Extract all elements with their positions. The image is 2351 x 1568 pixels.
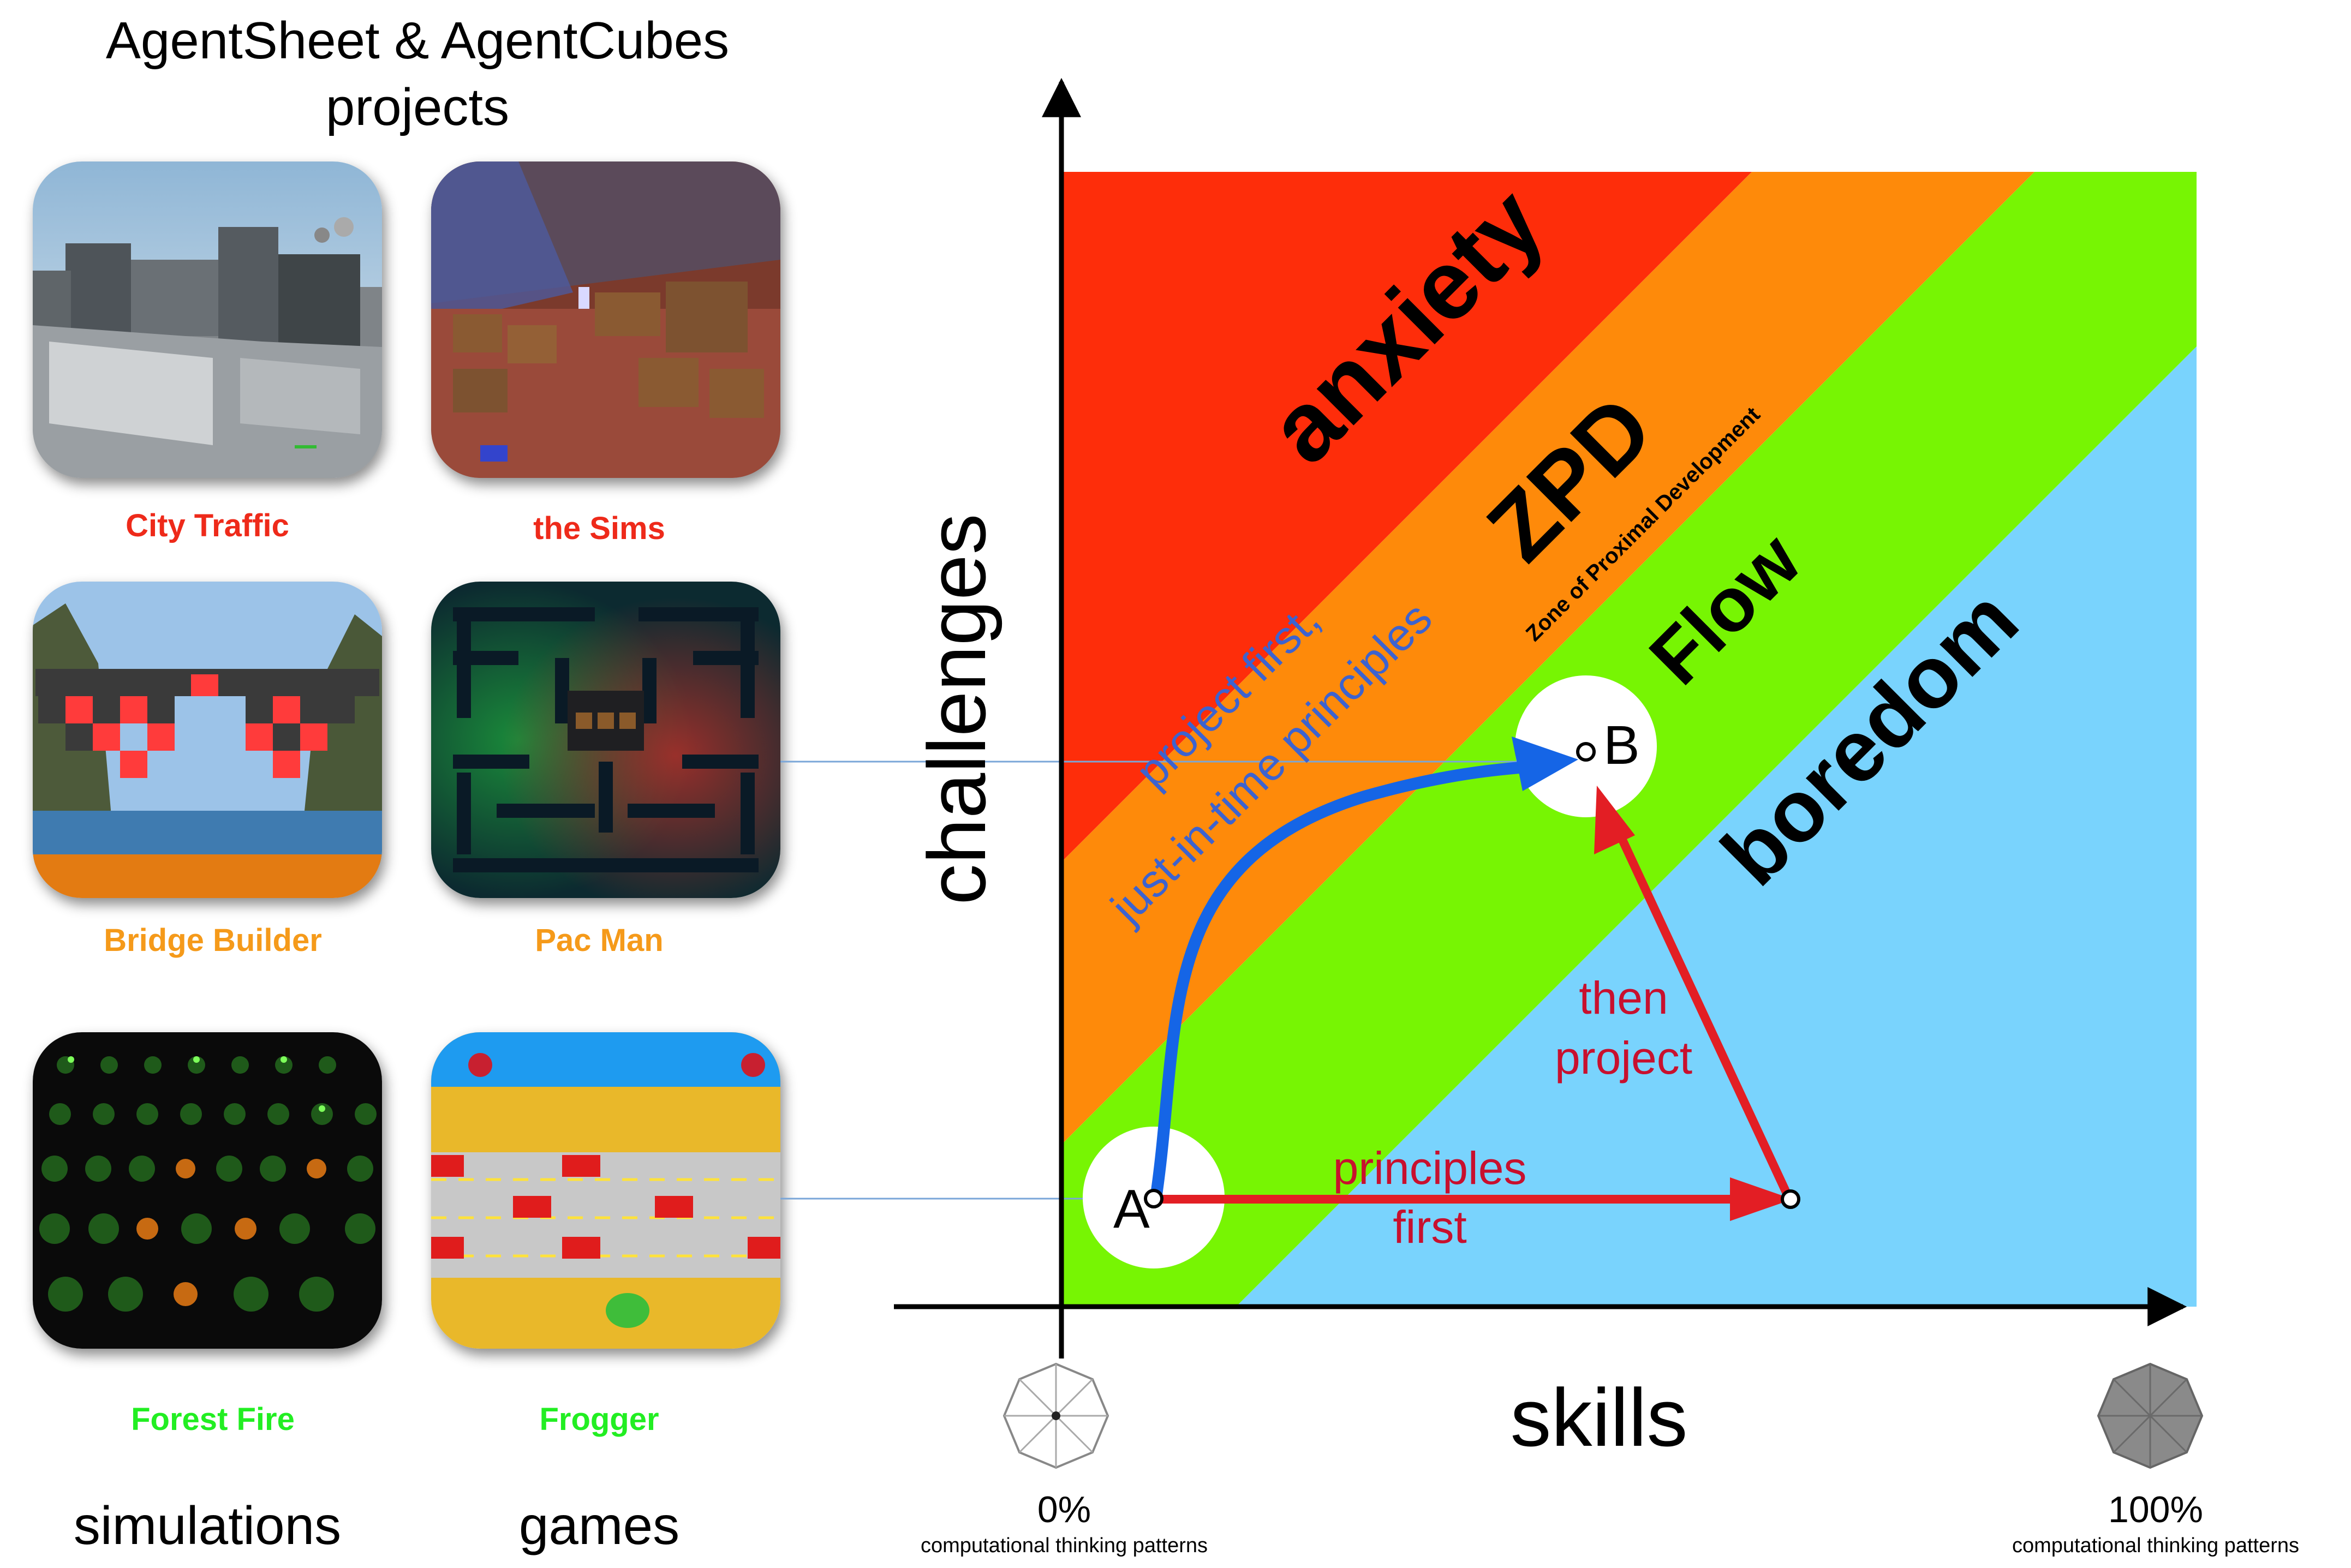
- frogger-thumbnail[interactable]: [431, 1032, 780, 1349]
- principles-label: principles: [1333, 1142, 1527, 1194]
- forest-fire-thumbnail[interactable]: [33, 1032, 382, 1349]
- bridge-builder-thumbnail[interactable]: [33, 582, 382, 898]
- then-label: then: [1579, 972, 1668, 1024]
- pac-man-caption: Pac Man: [535, 923, 664, 958]
- radar-empty-icon: [1003, 1362, 1109, 1469]
- projects-title: AgentSheet & AgentCubes projects: [0, 8, 835, 141]
- project-first-arrowhead: [1512, 737, 1578, 791]
- frogger-caption: Frogger: [539, 1402, 659, 1437]
- forest-fire-caption: Forest Fire: [131, 1402, 295, 1437]
- project-label: project: [1555, 1032, 1692, 1084]
- then-project-arrow: [1613, 826, 1793, 1200]
- hundred-percent-caption: computational thinking patterns: [2012, 1534, 2299, 1557]
- red-arrows: [1157, 786, 1793, 1221]
- y-axis-label: challenges: [911, 513, 1003, 905]
- zero-percent-label: 0%: [1037, 1489, 1091, 1530]
- point-b-label: B: [1603, 715, 1640, 776]
- then-project-arrowhead: [1594, 786, 1635, 854]
- point-a-label: A: [1113, 1178, 1150, 1240]
- anxiety-zone: [1061, 172, 1752, 862]
- city-traffic-thumbnail[interactable]: [33, 161, 382, 478]
- the-sims-thumbnail[interactable]: [431, 161, 780, 478]
- principles-first-arrowhead: [1730, 1177, 1793, 1221]
- hundred-percent-label: 100%: [2108, 1489, 2203, 1530]
- project-first-arrow: [1150, 761, 1540, 1204]
- target-marker[interactable]: [1781, 1189, 1800, 1209]
- games-label: games: [518, 1495, 680, 1555]
- bridge-builder-caption: Bridge Builder: [104, 923, 322, 958]
- projects-title-line1: AgentSheet & AgentCubes: [105, 11, 730, 70]
- projects-title-line2: projects: [325, 78, 510, 136]
- city-traffic-caption: City Traffic: [126, 508, 289, 543]
- point-b-marker[interactable]: [1576, 742, 1596, 762]
- radar-full-icon: [2097, 1362, 2204, 1469]
- zero-percent-caption: computational thinking patterns: [921, 1534, 1208, 1557]
- the-sims-caption: the Sims: [533, 511, 665, 546]
- first-label: first: [1393, 1201, 1466, 1253]
- point-a-marker[interactable]: [1144, 1189, 1163, 1208]
- x-axis-label: skills: [1511, 1372, 1688, 1463]
- zpd-zone: [1061, 172, 2034, 1145]
- simulations-label: simulations: [73, 1495, 342, 1555]
- pac-man-thumbnail[interactable]: [431, 582, 780, 898]
